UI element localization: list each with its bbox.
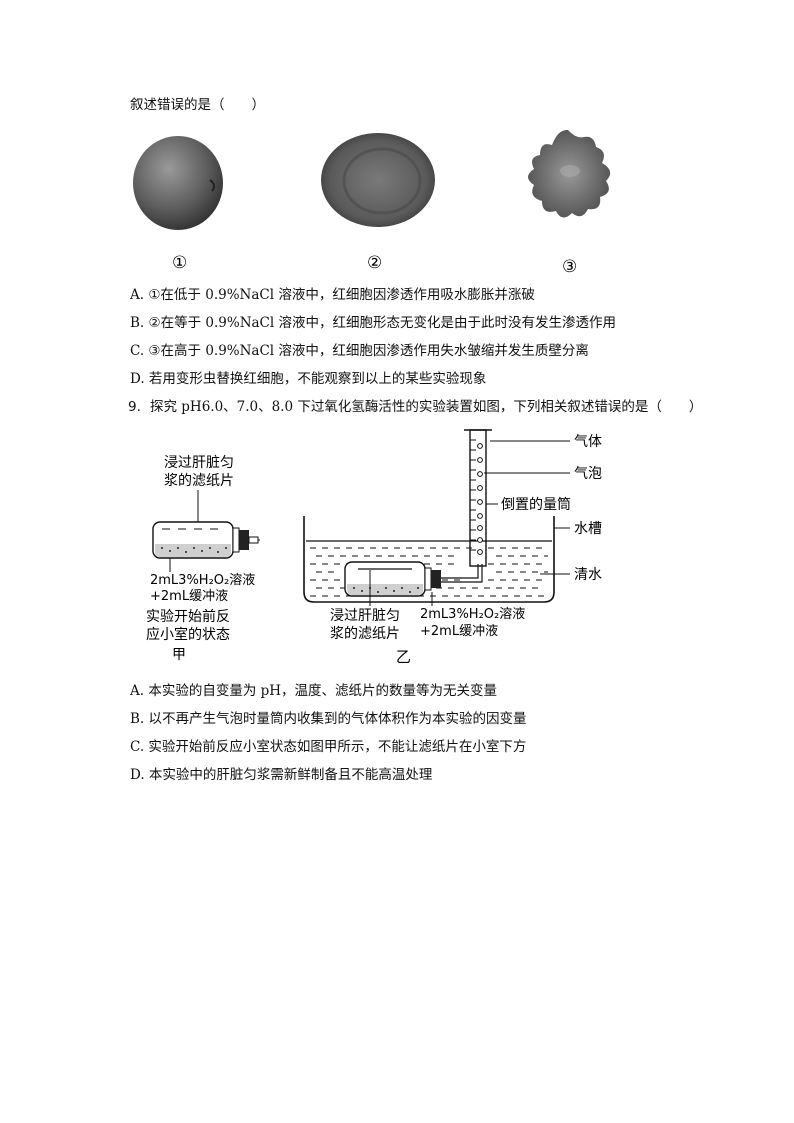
cell-swollen-image: [133, 136, 223, 230]
cell-label-1: ①: [172, 253, 187, 273]
yi-bottom-left-2: 浆的滤纸片: [330, 626, 400, 642]
q9-option-b: B. 以不再产生气泡时量筒内收集到的气体体积作为本实验的因变量: [130, 711, 527, 727]
cell-figure: ① ② ③: [133, 129, 611, 277]
yi-label-cylinder: 倒置的量筒: [501, 496, 571, 513]
q9-option-a: A. 本实验的自变量为 pH，温度、滤纸片的数量等为无关变量: [130, 683, 498, 699]
cell-normal-image: [321, 133, 435, 227]
q9-option-c: C. 实验开始前反应小室状态如图甲所示，不能让滤纸片在小室下方: [130, 739, 527, 755]
yi-caption: 乙: [396, 648, 411, 666]
jia-bottom-label-1: 2mL3%H₂O₂溶液: [150, 573, 255, 588]
cell-label-2: ②: [367, 253, 382, 273]
jia-caption-2: 应小室的状态: [146, 626, 230, 643]
yi-label-gas: 气体: [574, 434, 602, 450]
q8-option-b: B. ②在等于 0.9%NaCl 溶液中，红细胞形态无变化是由于此时没有发生渗透…: [130, 315, 616, 331]
q8-option-d: D. 若用变形虫替换红细胞，不能观察到以上的某些实验现象: [130, 371, 487, 387]
yi-label-water: 清水: [574, 567, 602, 583]
jia-caption-3: 甲: [172, 647, 186, 663]
yi-water-tank: [303, 516, 555, 603]
yi-label-tank: 水槽: [574, 521, 602, 537]
yi-bottom-left-1: 浸过肝脏匀: [330, 608, 400, 624]
figure-yi: 气体 气泡 倒置的量筒 水槽 清水 浸过肝脏匀 浆的滤纸片 2mL3%H₂O₂溶…: [303, 429, 602, 666]
yi-bottom-right-2: +2mL缓冲液: [420, 624, 498, 639]
q9-apparatus-figure: 浸过肝脏匀 浆的滤纸片 2mL3%H₂O₂溶液 +2mL缓冲液 实验开始前反 应…: [146, 429, 602, 666]
q8-stem-tail: 叙述错误的是（ ）: [130, 97, 265, 113]
q8-option-a: A. ①在低于 0.9%NaCl 溶液中，红细胞因渗透作用吸水膨胀并涨破: [130, 287, 535, 303]
jia-bottom-label-2: +2mL缓冲液: [150, 589, 228, 604]
jia-top-label-1: 浸过肝脏匀: [164, 455, 234, 471]
q9-option-d: D. 本实验中的肝脏匀浆需新鲜制备且不能高温处理: [130, 767, 433, 783]
q9-stem: 探究 pH6.0、7.0、8.0 下过氧化氢酶活性的实验装置如图，下列相关叙述错…: [150, 399, 703, 415]
yi-bottom-right-1: 2mL3%H₂O₂溶液: [420, 607, 525, 622]
q8-option-c: C. ③在高于 0.9%NaCl 溶液中，红细胞因渗透作用失水皱缩并发生质壁分离: [130, 343, 589, 359]
yi-inverted-cylinder: [464, 429, 492, 567]
cell-shrunken-image: [528, 129, 611, 218]
jia-caption-1: 实验开始前反: [146, 608, 230, 625]
q9-number: 9.: [128, 399, 141, 415]
jia-top-label-2: 浆的滤纸片: [164, 473, 234, 489]
yi-label-bubble: 气泡: [574, 466, 602, 482]
figure-jia: 浸过肝脏匀 浆的滤纸片 2mL3%H₂O₂溶液 +2mL缓冲液 实验开始前反 应…: [146, 455, 260, 663]
cell-label-3: ③: [562, 257, 577, 277]
